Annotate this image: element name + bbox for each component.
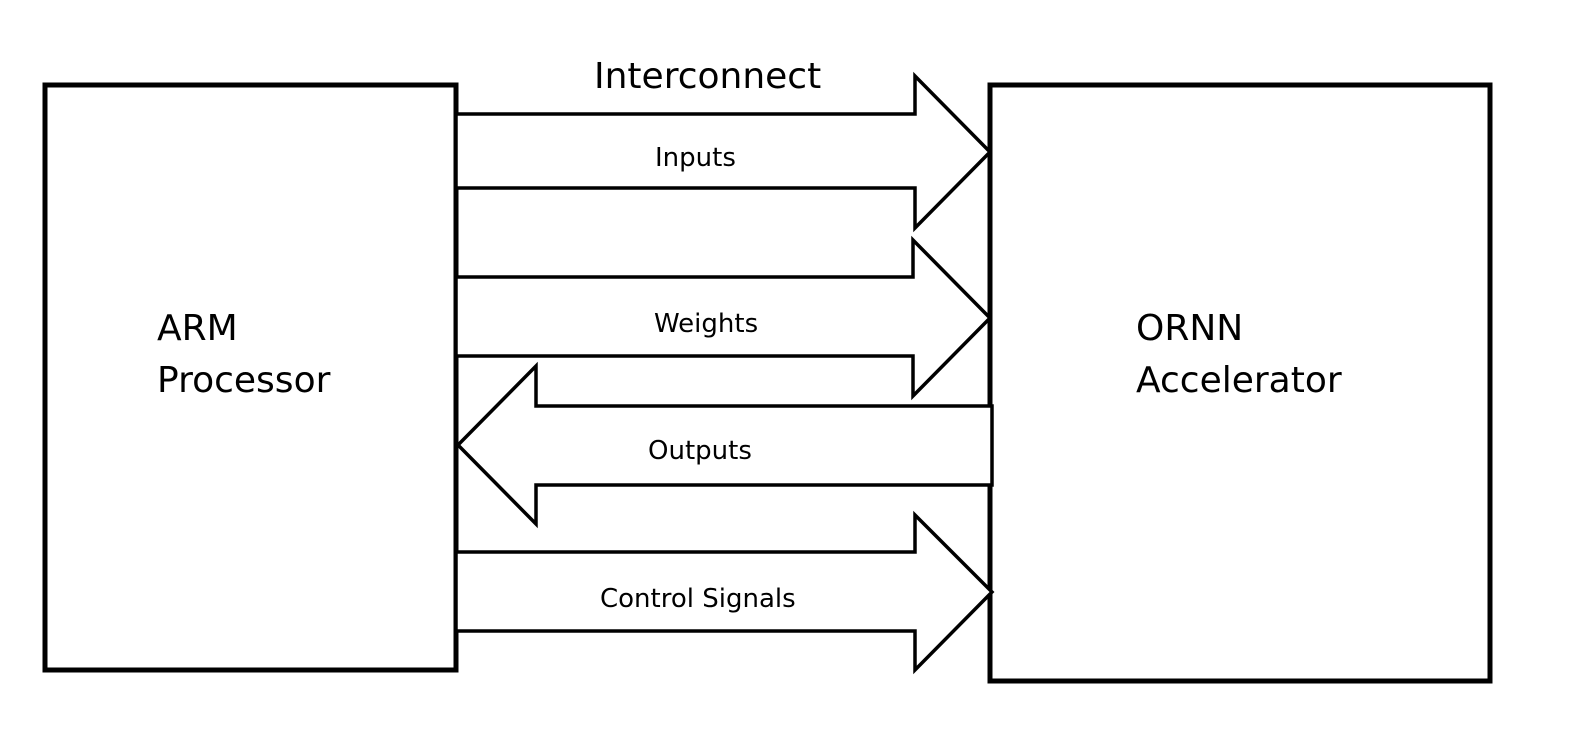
control-signals-arrow <box>454 510 995 675</box>
ornn-accelerator-block <box>987 82 1493 684</box>
weights-arrow <box>454 235 993 401</box>
ornn-accelerator-label-line1: ORNN <box>1136 308 1243 349</box>
arm-processor-block <box>42 82 459 673</box>
interconnect-label: Interconnect <box>594 56 821 97</box>
inputs-label: Inputs <box>655 143 736 173</box>
outputs-arrow <box>455 361 994 529</box>
arm-processor-label-line2: Processor <box>157 360 331 401</box>
weights-label: Weights <box>654 309 758 339</box>
ornn-accelerator-label-line2: Accelerator <box>1136 360 1342 401</box>
inputs-arrow <box>454 71 993 233</box>
arm-processor-label-line1: ARM <box>157 308 238 349</box>
control-signals-label: Control Signals <box>600 584 796 614</box>
outputs-label: Outputs <box>648 436 752 466</box>
